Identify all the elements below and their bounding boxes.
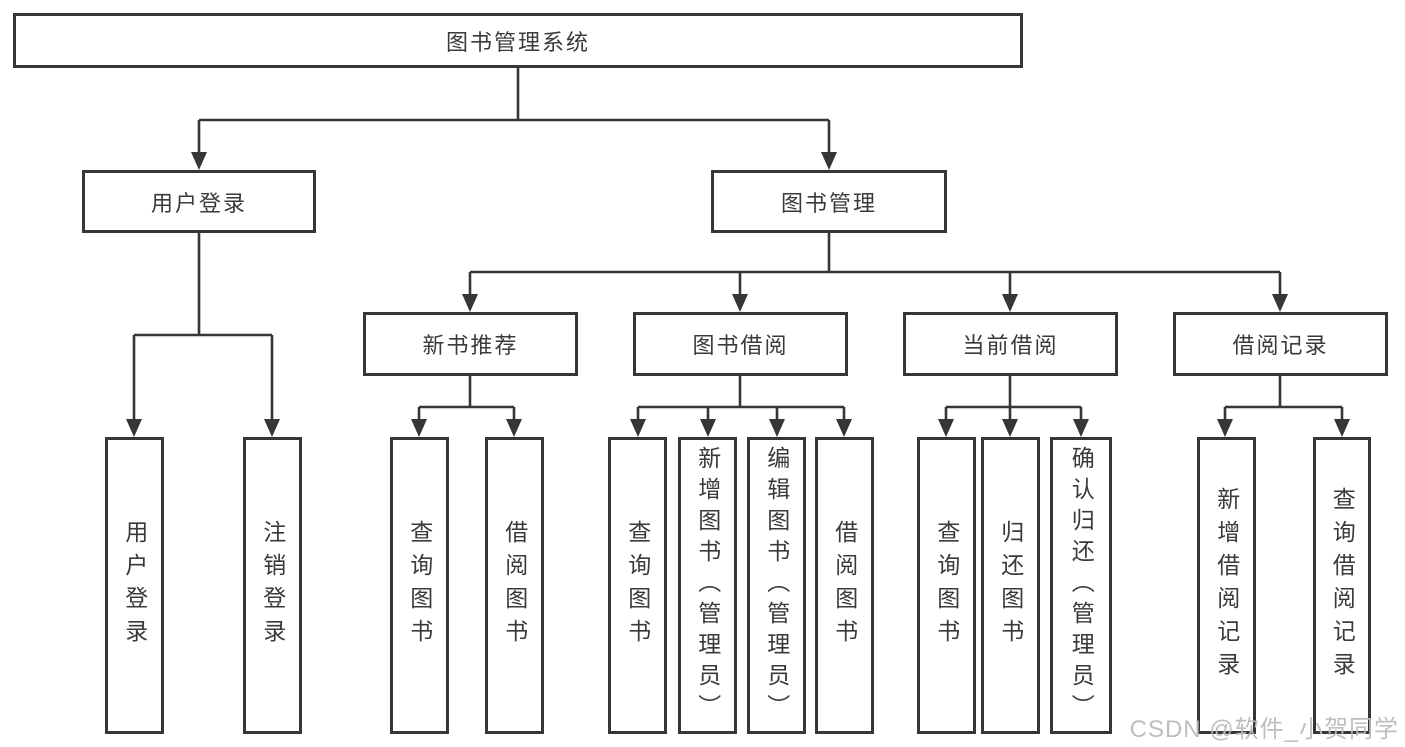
leaf-borrow-lend-book: 借阅图书 [815,437,874,734]
leaf-user-login-label: 用户登录 [121,519,148,652]
node-current-borrow-label: 当前借阅 [962,333,1059,358]
node-new-book-recommend: 新书推荐 [363,312,578,376]
node-book-management-label: 图书管理 [780,190,877,216]
node-current-borrow: 当前借阅 [903,312,1118,376]
leaf-record-query-label: 查询借阅记录 [1329,486,1356,685]
leaf-current-confirm-return-admin-label: 确认归还（管理员） [1068,446,1095,725]
leaf-borrow-edit-book-admin: 编辑图书（管理员） [747,437,806,734]
node-root-system: 图书管理系统 [13,13,1023,68]
leaf-current-query-book: 查询图书 [917,437,976,734]
node-borrow-record-label: 借阅记录 [1232,333,1329,358]
leaf-record-query: 查询借阅记录 [1313,437,1371,734]
node-book-borrow: 图书借阅 [633,312,848,376]
leaf-recommend-borrow-book: 借阅图书 [485,437,544,734]
leaf-user-login: 用户登录 [105,437,164,734]
leaf-borrow-add-book-admin-label: 新增图书（管理员） [694,446,721,725]
leaf-record-add: 新增借阅记录 [1197,437,1256,734]
leaf-user-logout-label: 注销登录 [259,519,286,652]
leaf-current-confirm-return-admin: 确认归还（管理员） [1050,437,1112,734]
leaf-current-return-book-label: 归还图书 [997,519,1024,652]
node-new-book-recommend-label: 新书推荐 [422,333,519,358]
leaf-recommend-query-book: 查询图书 [390,437,449,734]
leaf-user-logout: 注销登录 [243,437,302,734]
leaf-recommend-query-book-label: 查询图书 [406,519,433,652]
node-root-system-label: 图书管理系统 [445,29,590,55]
leaf-current-return-book: 归还图书 [981,437,1040,734]
node-user-login: 用户登录 [82,170,316,233]
node-book-management: 图书管理 [711,170,947,233]
connector-path [132,68,1344,422]
leaf-record-add-label: 新增借阅记录 [1213,486,1240,685]
leaf-borrow-edit-book-admin-label: 编辑图书（管理员） [763,446,790,725]
node-borrow-record: 借阅记录 [1173,312,1388,376]
leaf-borrow-query-book-label: 查询图书 [624,519,651,652]
leaf-borrow-add-book-admin: 新增图书（管理员） [678,437,737,734]
node-user-login-label: 用户登录 [150,190,247,216]
leaf-borrow-query-book: 查询图书 [608,437,667,734]
arrowhead-icons [126,152,1350,437]
leaf-borrow-lend-book-label: 借阅图书 [831,519,858,652]
node-book-borrow-label: 图书借阅 [692,333,789,358]
leaf-current-query-book-label: 查询图书 [933,519,960,652]
leaf-recommend-borrow-book-label: 借阅图书 [501,519,528,652]
